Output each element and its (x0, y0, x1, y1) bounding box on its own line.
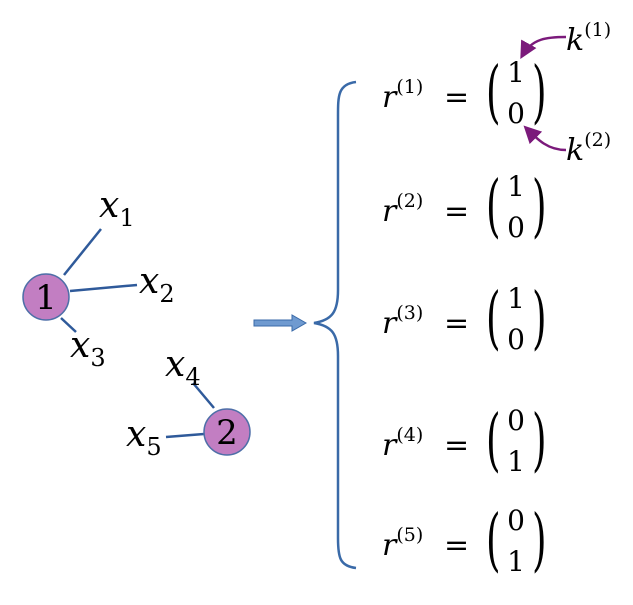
assignment-row-3: r(3) = ( 1 0 ) (382, 278, 547, 357)
assignment-var: r(4) (382, 424, 423, 463)
node-circle (203, 408, 251, 456)
vector-right-paren: ) (532, 166, 547, 245)
annotation-label-k1: k(1) (566, 19, 611, 58)
feature-x2: x2 (139, 261, 175, 308)
edge-node2-x5 (165, 432, 205, 439)
graph-edges (60, 228, 215, 439)
vector-bottom-entry: 0 (507, 97, 525, 130)
edge-node2-x4 (192, 382, 215, 409)
vector-bottom-entry: 1 (507, 445, 525, 478)
assignment-var: r(5) (382, 524, 423, 563)
vector-left-paren: ( (486, 278, 501, 357)
assignment-equals: = (444, 194, 469, 229)
vector-left-paren: ( (486, 400, 501, 479)
node-label: 2 (216, 413, 238, 453)
annotation-arrow-k2 (523, 125, 567, 152)
graph-node-2: 2 (203, 408, 251, 456)
assignment-var: r(3) (382, 302, 423, 341)
vector-top-entry: 1 (507, 56, 525, 89)
annotation-label-k2: k(2) (566, 129, 611, 168)
vector-bottom-entry: 0 (507, 323, 525, 356)
edge-node1-x3 (60, 317, 77, 333)
vector-top-entry: 0 (507, 504, 525, 537)
feature-x4: x4 (165, 344, 201, 391)
vector-top-entry: 1 (507, 170, 525, 203)
vector-right-paren: ) (532, 278, 547, 357)
curly-brace (313, 80, 357, 570)
vector-top-entry: 1 (507, 282, 525, 315)
edge-node1-x1 (63, 228, 102, 276)
graph-node-1: 1 (22, 273, 70, 321)
feature-x5: x5 (126, 414, 162, 461)
vector-bottom-entry: 0 (507, 211, 525, 244)
vector-left-paren: ( (486, 52, 501, 131)
vector-bottom-entry: 1 (507, 545, 525, 578)
assignment-row-5: r(5) = ( 0 1 ) (382, 500, 547, 579)
node-circle (22, 273, 70, 321)
edge-node1-x2 (69, 283, 138, 293)
assignment-var: r(2) (382, 190, 423, 229)
vector-right-paren: ) (532, 500, 547, 579)
annotation-arrow-k1 (520, 35, 567, 60)
assignment-equals: = (444, 306, 469, 341)
annotation-k1: k(1) (520, 19, 611, 60)
assignment-var: r(1) (382, 76, 423, 115)
feature-x3: x3 (70, 325, 106, 372)
assignment-equals: = (444, 80, 469, 115)
assignment-equals: = (444, 528, 469, 563)
vector-right-paren: ) (532, 400, 547, 479)
feature-labels: x1 x2 x3 x4 x5 (70, 185, 201, 461)
vector-left-paren: ( (486, 166, 501, 245)
vector-top-entry: 0 (507, 404, 525, 437)
arrow-right-icon (253, 314, 308, 332)
annotation-k2: k(2) (523, 125, 611, 168)
vector-right-paren: ) (532, 52, 547, 131)
assignment-equals: = (444, 428, 469, 463)
assignment-row-2: r(2) = ( 1 0 ) (382, 166, 547, 245)
feature-x1: x1 (99, 185, 135, 232)
vector-left-paren: ( (486, 500, 501, 579)
node-label: 1 (35, 278, 57, 318)
assignment-row-1: r(1) = ( 1 0 ) (382, 52, 547, 131)
assignment-row-4: r(4) = ( 0 1 ) (382, 400, 547, 479)
